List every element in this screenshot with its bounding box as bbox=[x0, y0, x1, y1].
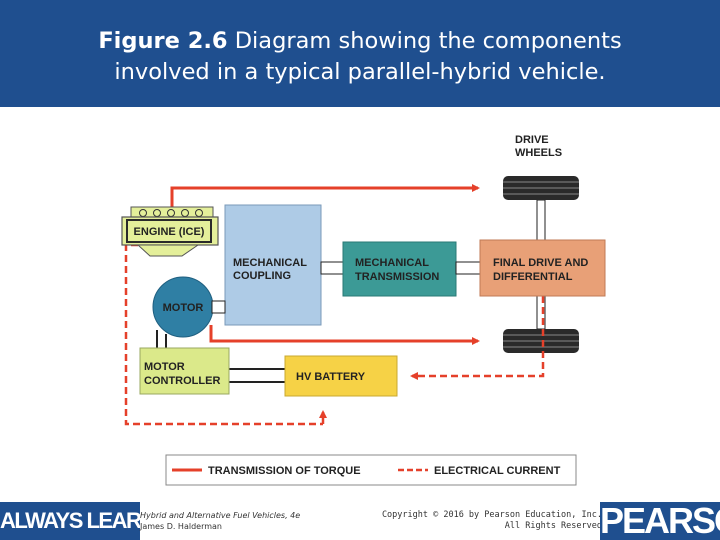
motor-label: MOTOR bbox=[163, 302, 204, 314]
engine-icon bbox=[121, 206, 219, 257]
transmission-label-2: TRANSMISSION bbox=[355, 271, 439, 283]
book-author: James D. Halderman bbox=[140, 522, 222, 531]
torque-arrow-coupling-to-rear-wheel bbox=[209, 325, 480, 345]
controller-label-1: MOTOR bbox=[144, 361, 185, 373]
coupling-label-2: COUPLING bbox=[233, 270, 291, 282]
engine-label: ENGINE (ICE) bbox=[134, 226, 205, 238]
always-learning-logo: ALWAYS LEARNING bbox=[0, 502, 140, 540]
copyright-line-2: All Rights Reserved bbox=[504, 521, 602, 531]
controller-label-2: CONTROLLER bbox=[144, 375, 220, 387]
torque-arrow-engine-to-front-wheel bbox=[170, 184, 480, 207]
transmission-label-1: MECHANICAL bbox=[355, 257, 429, 269]
motor-controller-box bbox=[139, 347, 230, 395]
legend-electrical-label: ELECTRICAL CURRENT bbox=[434, 465, 561, 477]
mechanical-coupling-box bbox=[224, 204, 322, 326]
copyright: Copyright © 2016 by Pearson Education, I… bbox=[382, 510, 602, 532]
shaft-coupling-to-transmission bbox=[320, 261, 344, 275]
front-axle-shaft bbox=[536, 199, 546, 241]
caption-line-2: involved in a typical parallel-hybrid ve… bbox=[114, 59, 606, 85]
hv-battery-box bbox=[284, 355, 398, 397]
legend-box bbox=[165, 454, 577, 486]
drive-wheels-label-1: DRIVE bbox=[515, 134, 549, 146]
legend-torque-label: TRANSMISSION OF TORQUE bbox=[208, 465, 361, 477]
hv-battery-label: HV BATTERY bbox=[296, 371, 366, 383]
front-wheel-icon bbox=[503, 176, 579, 200]
final-drive-label-2: DIFFERENTIAL bbox=[493, 271, 573, 283]
electrical-arrow-from-final-drive bbox=[410, 296, 545, 380]
coupling-label-1: MECHANICAL bbox=[233, 257, 307, 269]
rear-wheel-icon bbox=[503, 329, 579, 353]
figure-label: Figure 2.6 bbox=[98, 28, 228, 54]
shaft-motor-to-coupling bbox=[211, 300, 226, 314]
pearson-logo: PEARSON bbox=[600, 502, 720, 540]
motor-cables bbox=[156, 330, 167, 348]
book-title: Hybrid and Alternative Fuel Vehicles, 4e bbox=[140, 511, 301, 520]
book-credit: Hybrid and Alternative Fuel Vehicles, 4e… bbox=[140, 510, 300, 532]
copyright-line-1: Copyright © 2016 by Pearson Education, I… bbox=[381, 510, 602, 520]
final-drive-label-1: FINAL DRIVE AND bbox=[493, 257, 588, 269]
caption-line-1: Diagram showing the components bbox=[234, 28, 622, 54]
slide-title: Figure 2.6 Diagram showing the component… bbox=[20, 26, 700, 88]
final-drive-box bbox=[479, 239, 606, 297]
drive-wheels-label-2: WHEELS bbox=[515, 147, 562, 159]
mechanical-transmission-box bbox=[342, 241, 457, 297]
shaft-transmission-to-final-drive bbox=[455, 261, 481, 275]
hybrid-diagram: DRIVE WHEELS ENGINE (ICE) MECHANICAL COU… bbox=[121, 134, 606, 486]
controller-to-battery-cables bbox=[229, 368, 285, 383]
title-bar bbox=[0, 0, 720, 107]
